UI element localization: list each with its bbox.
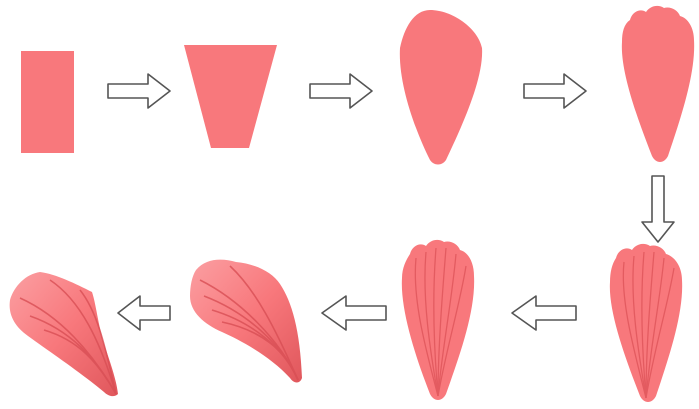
step-6-pleated-narrow-petal — [402, 240, 474, 400]
arrow-6-to-7 — [322, 296, 386, 330]
arrow-7-to-8 — [118, 296, 170, 330]
step-5-pleated-petal — [610, 244, 682, 402]
arrow-3-to-4 — [524, 74, 586, 108]
arrow-5-to-6 — [512, 296, 576, 330]
arrow-4-to-5 — [642, 176, 674, 242]
step-7-curled-petal — [190, 260, 302, 383]
step-2-trapezoid — [184, 45, 277, 148]
arrow-2-to-3 — [310, 74, 372, 108]
step-4-scalloped-petal — [622, 6, 694, 162]
step-3-smooth-petal — [400, 10, 482, 165]
step-1-rectangle — [21, 51, 74, 153]
step-8-twisted-petal — [10, 272, 118, 396]
arrow-1-to-2 — [108, 74, 170, 108]
